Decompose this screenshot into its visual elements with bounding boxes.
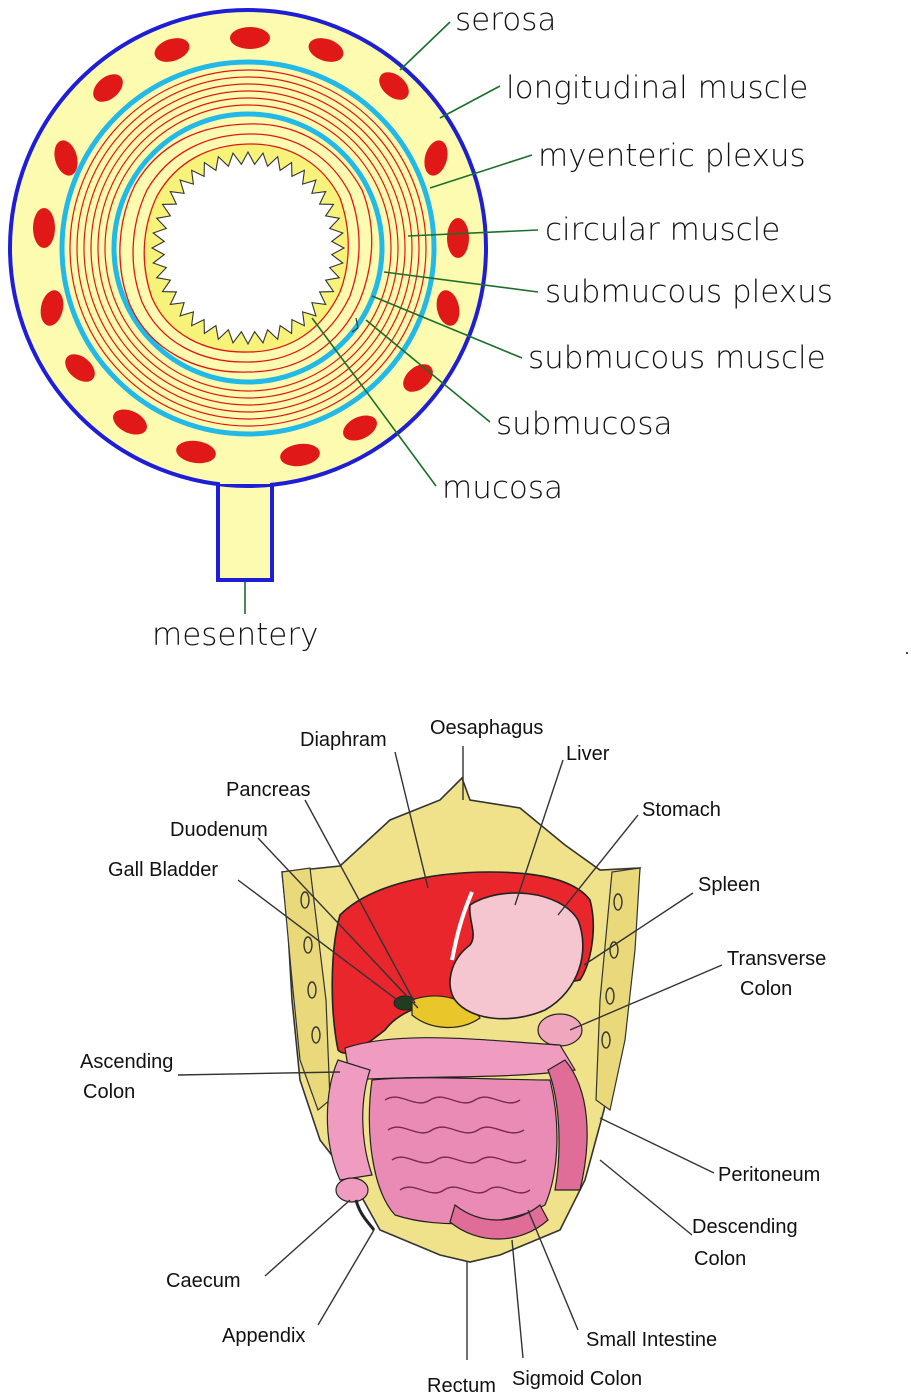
label-ascending-colon-line2: Colon — [83, 1081, 135, 1103]
label-submucosa: submucosa — [496, 406, 672, 442]
abdomen-illustration: Diaphram Oesaphagus Liver Pancreas Stoma… — [80, 717, 826, 1395]
label-sigmoid-colon: Sigmoid Colon — [512, 1368, 642, 1390]
label-pancreas: Pancreas — [226, 779, 311, 801]
caecum — [336, 1178, 368, 1202]
label-longitudinal-muscle: longitudinal muscle — [506, 70, 808, 106]
label-diaphram: Diaphram — [300, 729, 387, 751]
transverse-colon — [345, 1038, 575, 1080]
label-oesaphagus: Oesaphagus — [430, 717, 543, 739]
lumen-villi — [152, 152, 344, 344]
label-transverse-colon-line2: Colon — [740, 978, 792, 1000]
label-peritoneum: Peritoneum — [718, 1164, 820, 1186]
label-transverse-colon-line1: Transverse — [727, 948, 826, 970]
label-duodenum: Duodenum — [170, 819, 268, 841]
label-submucous-muscle: submucous muscle — [528, 340, 826, 376]
small-intestine — [369, 1078, 557, 1224]
label-spleen: Spleen — [698, 874, 760, 896]
stray-dot — [906, 652, 908, 654]
label-myenteric-plexus: myenteric plexus — [538, 138, 806, 174]
label-rectum: Rectum — [427, 1375, 496, 1395]
label-mucosa: mucosa — [442, 470, 563, 506]
spleen — [538, 1014, 582, 1046]
label-serosa: serosa — [455, 2, 556, 38]
label-liver: Liver — [566, 743, 610, 765]
intestine-cross-section: serosa longitudinal muscle myenteric ple… — [10, 2, 833, 653]
label-descending-colon-line1: Descending — [692, 1216, 798, 1238]
label-ascending-colon-line1: Ascending — [80, 1051, 173, 1073]
mesentery-join — [220, 470, 270, 484]
label-descending-colon-line2: Colon — [694, 1248, 746, 1270]
label-gall-bladder: Gall Bladder — [108, 859, 218, 881]
label-small-intestine: Small Intestine — [586, 1329, 717, 1351]
label-submucous-plexus: submucous plexus — [545, 274, 833, 310]
label-circular-muscle: circular muscle — [545, 212, 780, 248]
label-appendix: Appendix — [222, 1325, 305, 1347]
label-caecum: Caecum — [166, 1270, 240, 1292]
label-mesentery: mesentery — [152, 617, 318, 653]
label-stomach: Stomach — [642, 799, 721, 821]
